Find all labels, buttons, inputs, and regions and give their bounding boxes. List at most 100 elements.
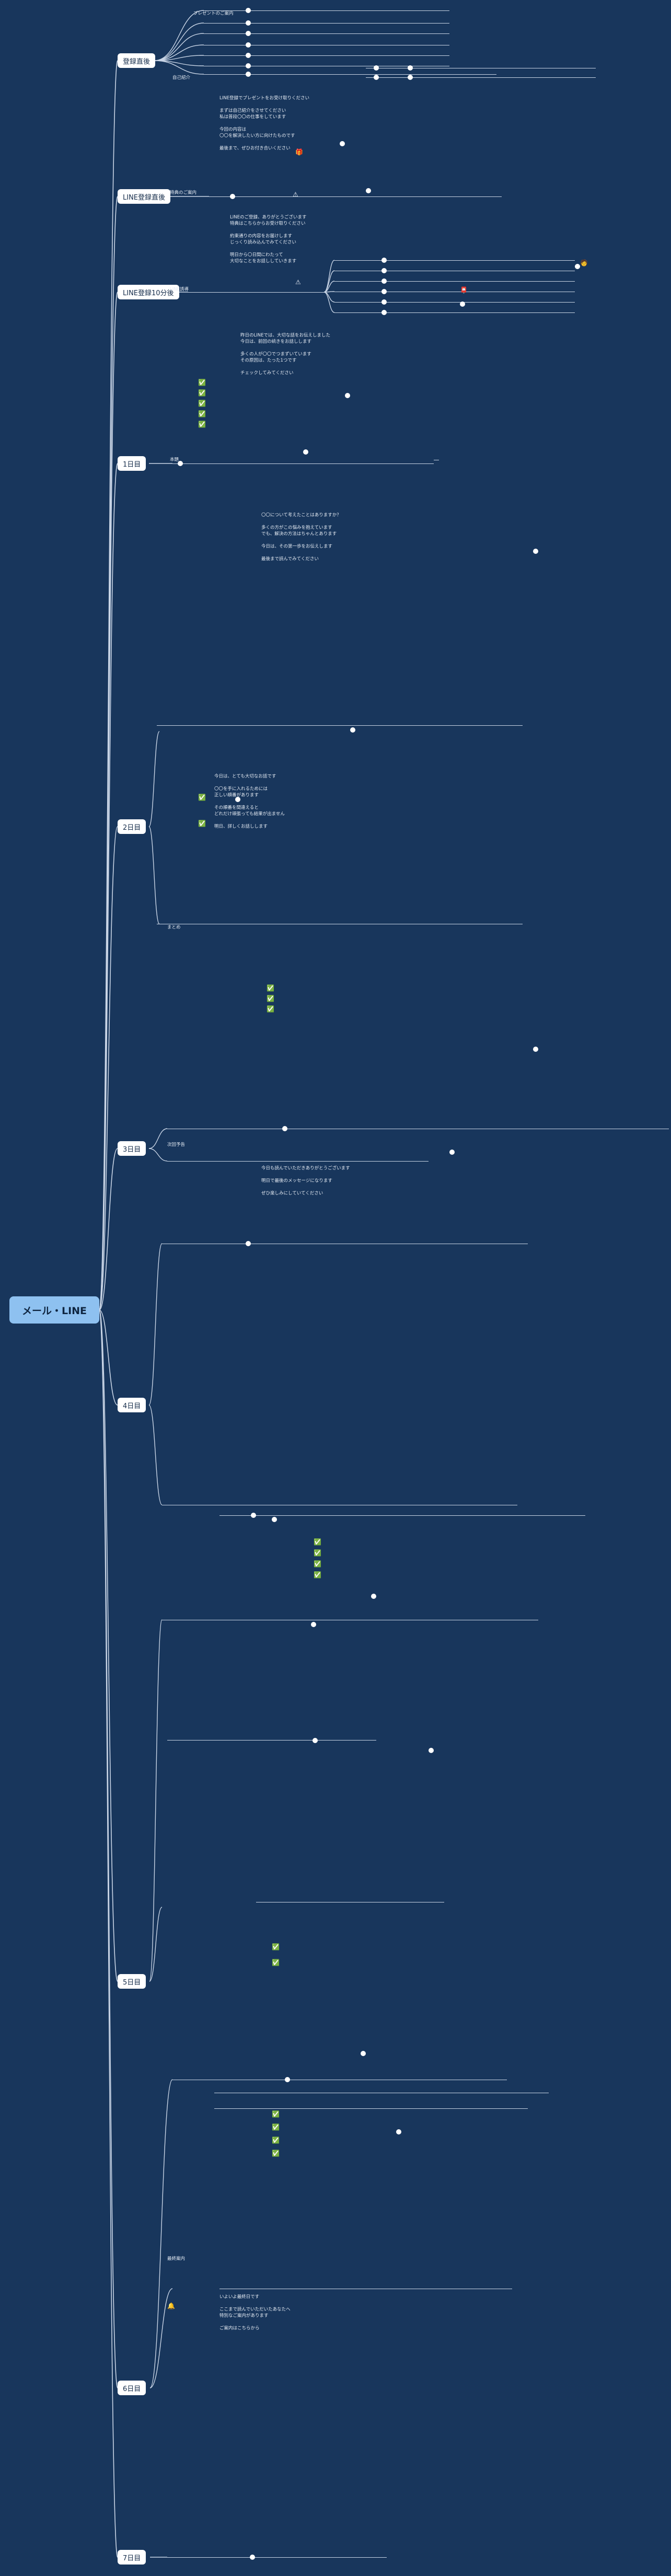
- branch-dot[interactable]: [246, 63, 251, 68]
- connector-line: [99, 1148, 118, 1310]
- day-node[interactable]: LINE登録直後: [118, 189, 171, 204]
- check-icon: ✅: [198, 400, 206, 407]
- check-icon: ✅: [272, 2137, 280, 2144]
- branch-dot[interactable]: [381, 279, 387, 284]
- branch-dot[interactable]: [250, 2555, 255, 2560]
- branch-dot[interactable]: [366, 188, 371, 193]
- branch-dot[interactable]: [460, 301, 465, 307]
- branch-dot[interactable]: [178, 461, 183, 466]
- day-node[interactable]: 登録直後: [118, 53, 156, 68]
- connector-line: [149, 2288, 173, 2388]
- branch-dot[interactable]: [350, 727, 355, 733]
- branch-dot[interactable]: [345, 393, 350, 398]
- branch-dot[interactable]: [575, 264, 580, 269]
- branch-dot[interactable]: [340, 141, 345, 146]
- connector-line: [99, 826, 118, 1310]
- message-text: 今日も読んでいただきありがとうございます 明日で最後のメッセージになります ぜひ…: [261, 1166, 350, 1196]
- branch-dot[interactable]: [230, 194, 235, 199]
- branch-dot[interactable]: [272, 1517, 277, 1522]
- connector-line: [149, 1907, 163, 1982]
- connector-line: [148, 1148, 168, 1162]
- branch-dot[interactable]: [371, 1594, 376, 1599]
- branch-dot[interactable]: [246, 53, 251, 58]
- day-node[interactable]: 3日目: [118, 1141, 146, 1156]
- connector-line: [99, 1309, 118, 2558]
- branch-dot[interactable]: [533, 1047, 538, 1052]
- day-node[interactable]: 1日目: [118, 456, 146, 471]
- branch-dot[interactable]: [381, 268, 387, 273]
- branch-dot[interactable]: [311, 1622, 316, 1627]
- branch-rule: [334, 312, 575, 313]
- branch-label: 特典のご案内: [170, 190, 197, 195]
- branch-dot[interactable]: [303, 449, 308, 455]
- check-icon: ✅: [267, 995, 274, 1002]
- branch-rule: [157, 725, 523, 726]
- day-node[interactable]: 7日目: [118, 2550, 146, 2565]
- branch-rule: [334, 260, 575, 261]
- root-node[interactable]: メール・LINE: [9, 1296, 99, 1324]
- connector-line: [323, 292, 335, 313]
- branch-rule: [167, 2557, 387, 2558]
- connector-line: [323, 270, 335, 293]
- branch-dot[interactable]: [374, 65, 379, 71]
- branch-dot[interactable]: [285, 2077, 290, 2082]
- branch-dot[interactable]: [533, 549, 538, 554]
- warning-icon: ⚠: [295, 279, 301, 286]
- day-node[interactable]: LINE登録10分後: [118, 285, 179, 299]
- branch-dot[interactable]: [313, 1738, 318, 1743]
- check-icon: ✅: [198, 820, 206, 827]
- branch-dot[interactable]: [449, 1150, 455, 1155]
- connector-line: [99, 1309, 118, 2388]
- branch-dot[interactable]: [361, 2051, 366, 2056]
- check-icon: ✅: [272, 1959, 280, 1966]
- branch-dot[interactable]: [251, 1513, 256, 1518]
- branch-dot[interactable]: [246, 20, 251, 26]
- day-node[interactable]: 4日目: [118, 1398, 146, 1412]
- branch-dot[interactable]: [396, 2129, 401, 2134]
- branch-dot[interactable]: [408, 65, 413, 71]
- check-icon: ✅: [314, 1571, 321, 1579]
- check-icon: ✅: [272, 1943, 280, 1951]
- branch-rule: [204, 55, 449, 56]
- branch-dot[interactable]: [374, 75, 379, 80]
- branch-rule: [204, 33, 449, 34]
- day-node[interactable]: 6日目: [118, 2381, 146, 2395]
- branch-dot[interactable]: [282, 1126, 287, 1131]
- branch-rule: [366, 77, 596, 78]
- check-icon: ✅: [198, 379, 206, 386]
- check-icon: ✅: [267, 984, 274, 992]
- message-text: 今日は、とても大切なお話です 〇〇を手に入れるためには 正しい順番があります そ…: [214, 774, 285, 829]
- day-node[interactable]: 5日目: [118, 1974, 146, 1989]
- connector-line: [148, 1128, 168, 1149]
- branch-rule: [334, 281, 575, 282]
- branch-dot[interactable]: [408, 75, 413, 80]
- connector-line: [99, 60, 118, 1310]
- branch-dot[interactable]: [381, 299, 387, 305]
- branch-rule: [334, 302, 575, 303]
- branch-dot[interactable]: [381, 289, 387, 294]
- branch-dot[interactable]: [246, 72, 251, 77]
- branch-rule: [204, 74, 496, 75]
- branch-dot[interactable]: [429, 1748, 434, 1753]
- connector-line: [154, 33, 204, 61]
- branch-dot[interactable]: [246, 42, 251, 48]
- branch-label: 自己紹介: [172, 75, 191, 80]
- branch-dot[interactable]: [381, 258, 387, 263]
- connector-line: [99, 463, 118, 1310]
- connector-line: [148, 1243, 163, 1406]
- check-icon: ✅: [314, 1549, 321, 1557]
- branch-rule: [188, 292, 324, 293]
- gift-icon: 🎁: [295, 148, 303, 156]
- branch-rule: [204, 10, 449, 11]
- branch-rule: [167, 1161, 429, 1162]
- branch-dot[interactable]: [235, 797, 240, 802]
- branch-dot[interactable]: [381, 310, 387, 315]
- day-node[interactable]: 2日目: [118, 819, 146, 834]
- branch-dot[interactable]: [246, 1241, 251, 1246]
- connector-line: [154, 22, 204, 61]
- check-icon: ✅: [314, 1560, 321, 1568]
- mailbox-icon: 📮: [460, 286, 468, 294]
- branch-dot[interactable]: [246, 31, 251, 36]
- branch-rule: [209, 196, 502, 197]
- branch-dot[interactable]: [246, 8, 251, 13]
